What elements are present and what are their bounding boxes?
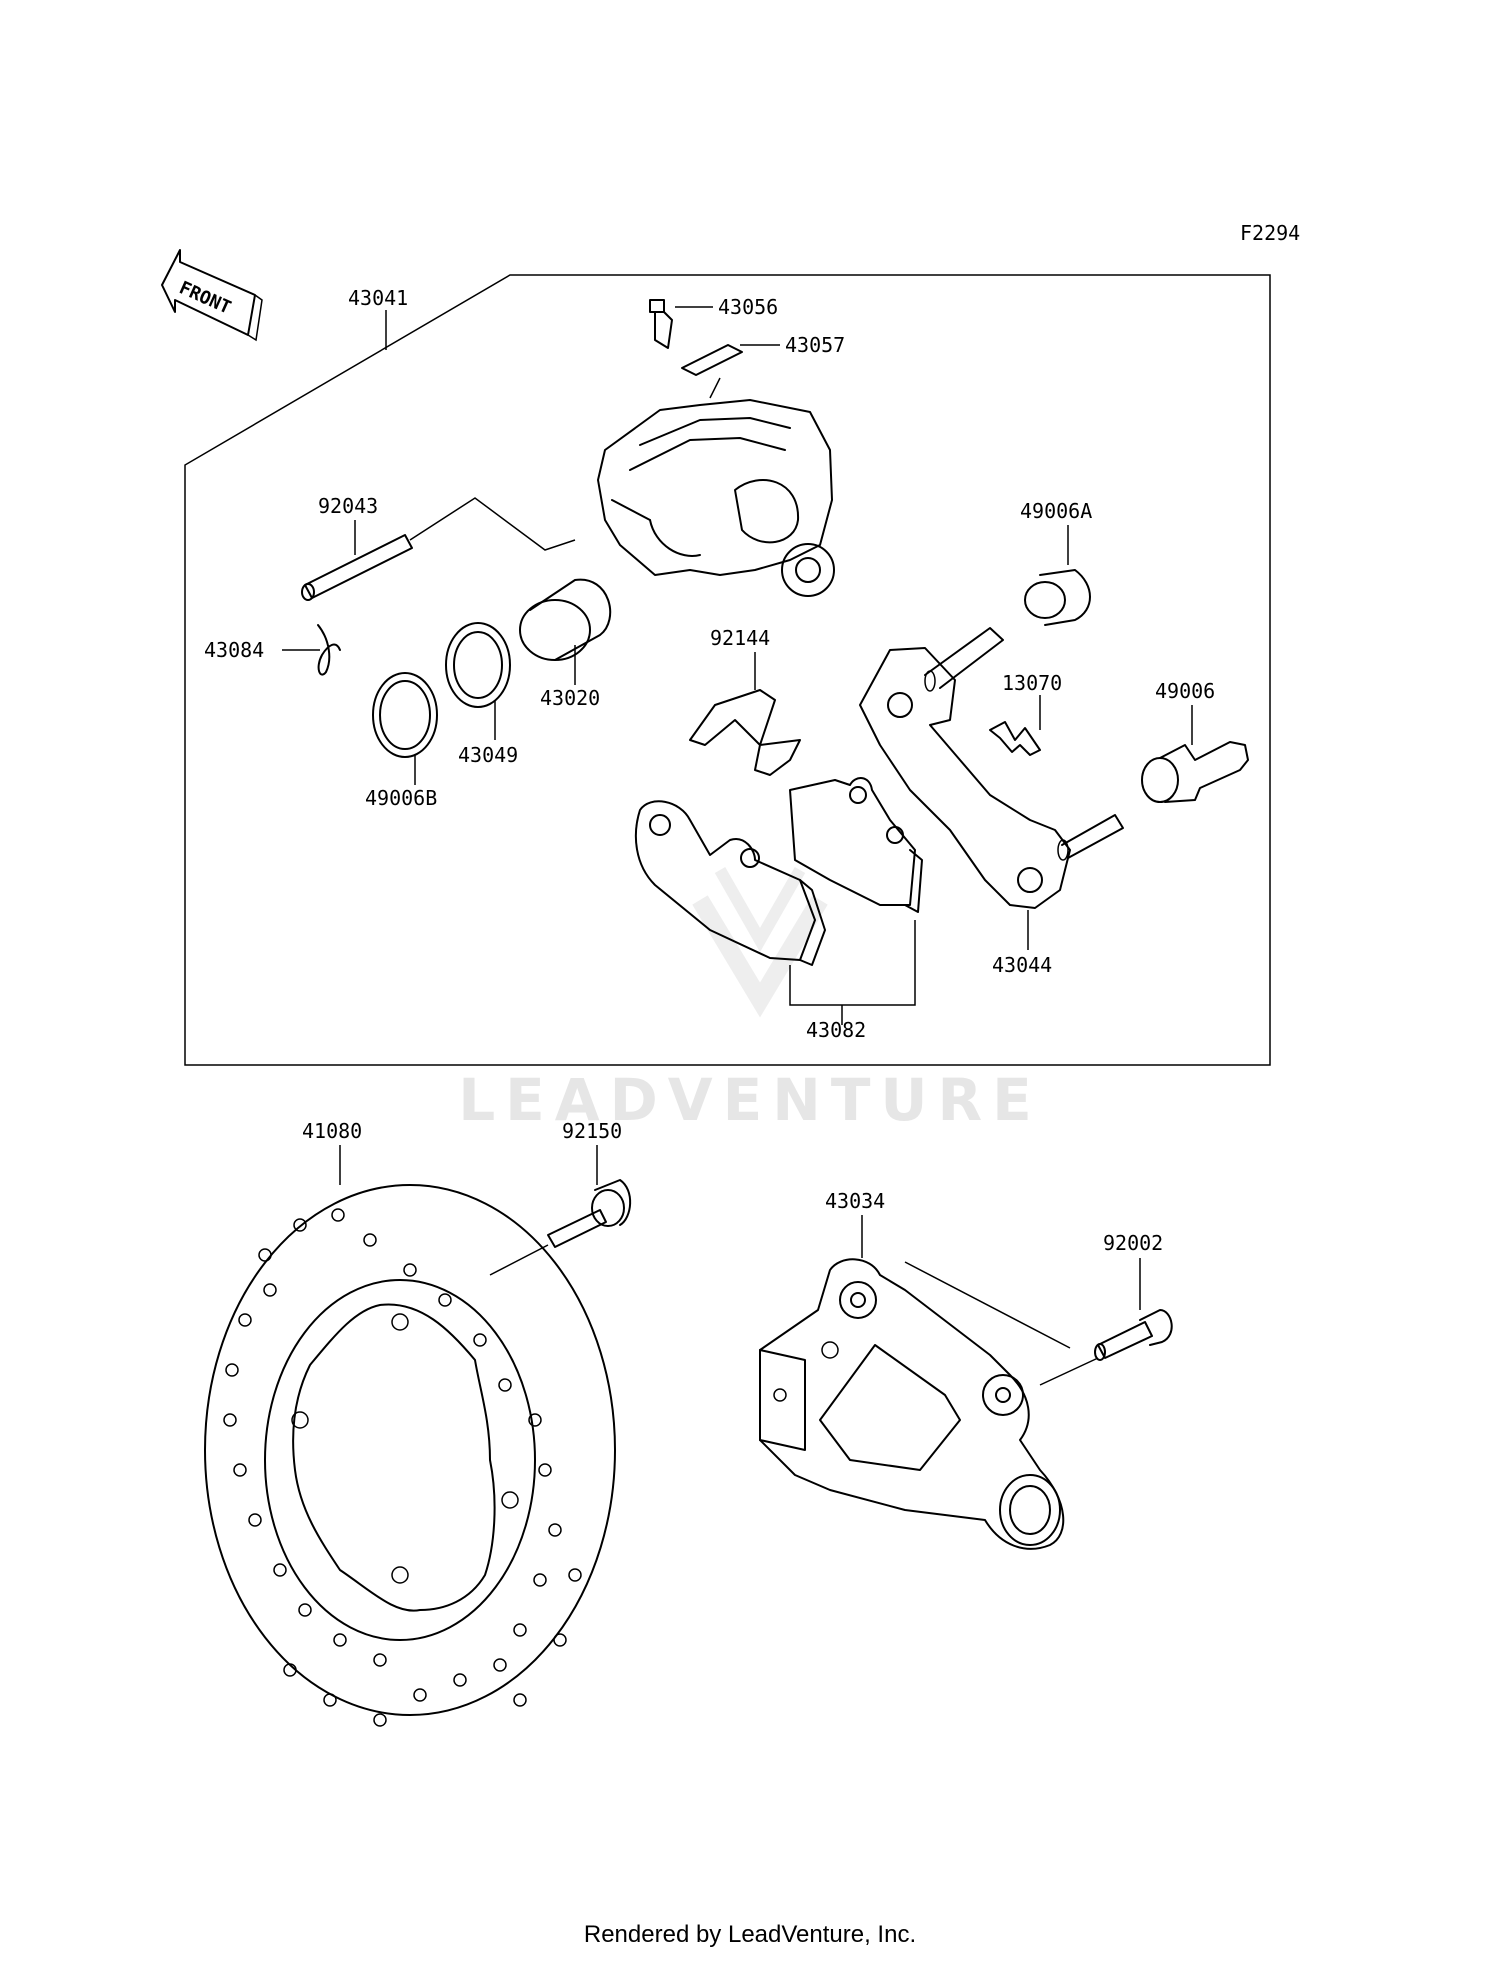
label-92043: 92043 xyxy=(318,494,378,518)
valve-cap-icon xyxy=(681,344,743,376)
caliper-body-icon xyxy=(597,399,835,597)
label-43084: 43084 xyxy=(204,638,264,662)
disc-bolt-icon xyxy=(547,1179,632,1248)
piston-icon xyxy=(519,578,612,661)
caliper-pin-icon xyxy=(301,534,413,601)
label-43034: 43034 xyxy=(825,1189,885,1213)
front-label: FRONT xyxy=(176,277,234,318)
label-49006: 49006 xyxy=(1155,679,1215,703)
footer-credit: Rendered by LeadVenture, Inc. xyxy=(584,1921,916,1948)
label-49006B: 49006B xyxy=(365,786,437,810)
pad-spring-icon xyxy=(689,689,801,776)
caliper-bracket-icon xyxy=(859,627,1124,909)
dust-seal-icon xyxy=(372,672,438,758)
pad-clip-icon xyxy=(989,721,1041,756)
brake-disc-icon xyxy=(204,1184,616,1727)
brake-pad-inner-icon xyxy=(634,800,826,966)
label-43057: 43057 xyxy=(785,333,845,357)
label-92144: 92144 xyxy=(710,626,770,650)
watermark-text: LEADVENTURE xyxy=(458,1066,1042,1134)
label-43041: 43041 xyxy=(348,286,408,310)
label-49006A: 49006A xyxy=(1020,499,1092,523)
boot-49006-icon xyxy=(1141,741,1249,803)
label-43082: 43082 xyxy=(806,1018,866,1042)
label-13070: 13070 xyxy=(1002,671,1062,695)
figure-id: F2294 xyxy=(1240,221,1300,245)
label-43049: 43049 xyxy=(458,743,518,767)
caliper-mount-bracket-icon xyxy=(759,1258,1065,1550)
assembly-box xyxy=(184,274,1271,1066)
label-92002: 92002 xyxy=(1103,1231,1163,1255)
label-41080: 41080 xyxy=(302,1119,362,1143)
disc-vent-holes xyxy=(223,1208,582,1727)
retaining-clip-icon xyxy=(317,624,341,676)
watermark-logo xyxy=(692,867,828,1018)
boot-49006A-icon xyxy=(1024,569,1091,626)
mount-bolt-icon xyxy=(1094,1309,1173,1361)
piston-seal-icon xyxy=(445,622,511,708)
front-arrow-icon: FRONT xyxy=(161,249,263,342)
label-43020: 43020 xyxy=(540,686,600,710)
label-43044: 43044 xyxy=(992,953,1052,977)
label-43056: 43056 xyxy=(718,295,778,319)
bleed-valve-icon xyxy=(649,299,673,349)
brake-pad-outer-icon xyxy=(789,777,923,913)
label-92150: 92150 xyxy=(562,1119,622,1143)
